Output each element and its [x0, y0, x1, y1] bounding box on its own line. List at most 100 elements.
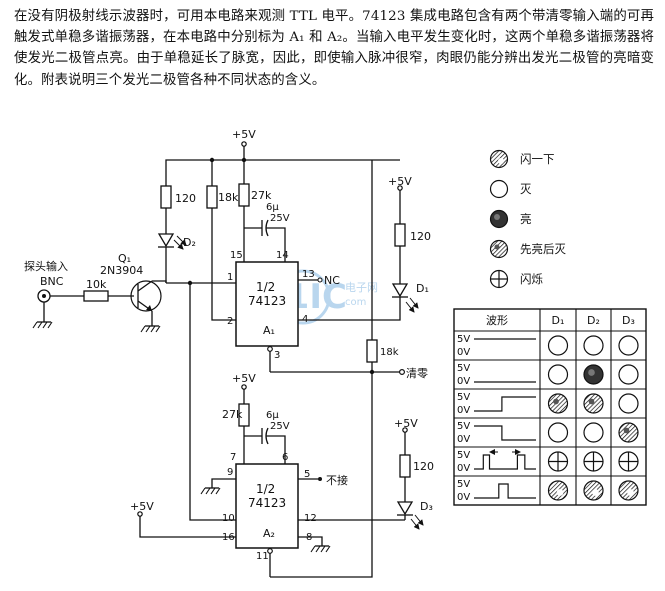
r-18k-b-label: 18k: [380, 347, 399, 358]
transistor-q1: Q₁ 2N3904: [100, 252, 167, 333]
ic-a2: 1/2 74123 A₂ 7 6 9 5 10 12 16 11 8: [222, 452, 317, 562]
resistor-r-d1: 120: [394, 198, 431, 284]
level-high-label: 5V: [457, 334, 470, 345]
r-d2-label: 120: [175, 192, 196, 205]
led-d2: D₂: [157, 233, 196, 250]
ic-a1-ref: A₁: [263, 324, 275, 337]
r-d1-label: 120: [410, 230, 431, 243]
cell-d1-half-shade: [547, 480, 569, 501]
cell-d2-filled: [583, 364, 604, 385]
vcc-label-a2: +5V: [232, 372, 256, 385]
waveform-fall: [474, 425, 536, 441]
legend-label: 灭: [520, 182, 532, 196]
cap-b-value: 6μ: [266, 410, 279, 421]
vcc-d1: +5V: [388, 175, 412, 199]
ic-a1-pin15: 15: [230, 250, 243, 261]
cell-d1-open: [547, 422, 569, 443]
input-label: 探头输入: [24, 259, 68, 273]
table-header: 波形: [486, 314, 508, 327]
vcc-d3: +5V: [394, 417, 418, 441]
level-low-label: 0V: [457, 405, 470, 416]
cell-d2-open: [583, 422, 604, 443]
legend-symbol-open: [489, 179, 509, 199]
ic-a2-pin11: 11: [256, 551, 269, 562]
d1-label: D₁: [416, 282, 429, 295]
cell-d3-cross: [618, 451, 639, 472]
table-header: D₁: [552, 314, 565, 327]
cell-d3-open: [618, 393, 639, 414]
nc-label: NC: [324, 274, 340, 287]
resistor-base: 10k: [50, 278, 134, 302]
q1-ref: Q₁: [118, 252, 131, 265]
clear-label: 清零: [406, 367, 428, 380]
cell-d2-cross: [583, 451, 604, 472]
r-d3-label: 120: [413, 460, 434, 473]
ic-a2-pin10: 10: [222, 513, 235, 524]
ic-a2-pin9: 9: [227, 467, 233, 478]
vcc-label-d3: +5V: [394, 417, 418, 430]
ic-a1-pin1: 1: [227, 272, 233, 283]
cap-b-voltage: 25V: [270, 421, 290, 432]
ic-a2-name: 1/2: [256, 482, 275, 496]
no-connect-label: 不接: [326, 474, 348, 487]
cell-d2-open: [583, 335, 604, 356]
q1-part: 2N3904: [100, 264, 143, 277]
ic-a2-pin5: 5: [304, 469, 310, 480]
ic-a1-pin2: 2: [227, 316, 233, 327]
ic-a2-pin6: 6: [282, 452, 288, 463]
r-27k-b-label: 27k: [222, 408, 243, 421]
watermark-sub2: com: [345, 297, 366, 308]
legend-label: 闪一下: [520, 152, 555, 166]
level-high-label: 5V: [457, 392, 470, 403]
led-d3: D₃: [396, 500, 433, 530]
level-high-label: 5V: [457, 479, 470, 490]
d3-label: D₃: [420, 500, 433, 513]
waveform-rise: [474, 396, 536, 412]
level-low-label: 0V: [457, 347, 470, 358]
ic-a1-name: 1/2: [256, 280, 275, 294]
cap-a-value: 6μ: [266, 202, 279, 213]
led-d1: D₁: [391, 282, 429, 313]
vcc-pin16: +5V: [130, 500, 154, 525]
cell-d2-half-shade: [583, 480, 604, 501]
legend-label: 亮: [520, 212, 532, 226]
level-low-label: 0V: [457, 463, 470, 474]
cell-d1-cross: [547, 451, 569, 472]
resistor-18k-a: 18k: [206, 160, 239, 272]
cell-d3-open: [618, 335, 639, 356]
legend-symbol-half-shade: [489, 149, 509, 169]
capacitor-a: 6μ 25V: [244, 202, 290, 262]
vcc-label-pin16: +5V: [130, 500, 154, 513]
ic-a1-pin14: 14: [276, 250, 289, 261]
legend-symbol-shade-fade: [489, 239, 509, 259]
bnc-label: BNC: [40, 275, 64, 288]
level-low-label: 0V: [457, 492, 470, 503]
ic-a2-part: 74123: [248, 496, 286, 510]
table-header: D₂: [587, 314, 600, 327]
cell-d1-open: [547, 335, 569, 356]
cell-d1-open: [547, 364, 569, 385]
legend-symbol-filled: [489, 209, 509, 229]
level-high-label: 5V: [457, 450, 470, 461]
r-27k-a-label: 27k: [251, 189, 272, 202]
legend-symbol-cross: [489, 269, 509, 289]
watermark-sub1: 电子网: [345, 281, 378, 294]
vcc-top: +5V: [232, 128, 256, 155]
probe-input: 探头输入 BNC: [24, 259, 68, 329]
resistor-r-d3: 120: [399, 440, 434, 502]
resistor-r-d2: 120: [160, 172, 196, 234]
cell-d3-open: [618, 364, 639, 385]
resistor-18k-b: 18k: [366, 160, 399, 372]
ic-a2-pin12: 12: [304, 513, 317, 524]
cell-d2-shade-fade: [583, 393, 604, 414]
intro-paragraph: 在没有阴极射线示波器时，可用本电路来观测 TTL 电平。74123 集成电路包含…: [14, 9, 654, 88]
ic-a1-part: 74123: [248, 294, 286, 308]
ic-a1-pin3: 3: [274, 350, 280, 361]
